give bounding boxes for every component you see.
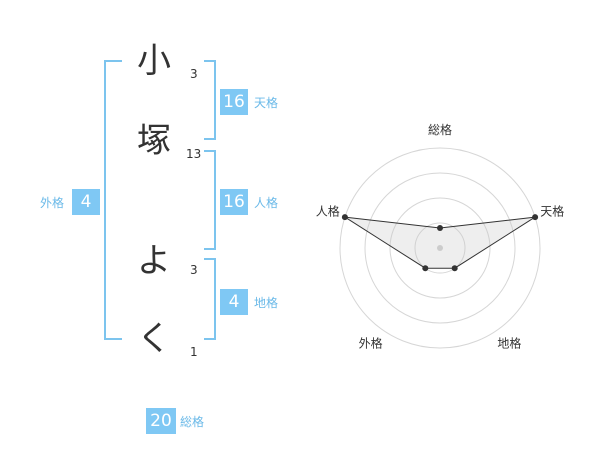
radar-point-4 (422, 265, 429, 272)
chikaku-bracket (204, 258, 216, 340)
radar-axis-label-4: 外格 (359, 335, 383, 350)
radar-ring-1 (414, 222, 466, 274)
radar-axis-label-5: 人格 (316, 204, 340, 219)
soukaku-label: 総格 (180, 415, 205, 429)
stroke-count-1: 3 (190, 67, 198, 81)
radar-point-5 (341, 214, 348, 221)
jinkaku-label: 人格 (254, 196, 279, 210)
radar-point-3 (451, 265, 458, 272)
radar-axis-label-2: 天格 (540, 204, 564, 219)
tenkaku-bracket (204, 60, 216, 140)
radar-area (344, 216, 536, 269)
jinkaku-bracket (204, 150, 216, 250)
stroke-count-4: 1 (190, 345, 198, 359)
stroke-count-3: 3 (190, 263, 198, 277)
gaikaku-bracket (104, 60, 122, 340)
radar-point-2 (532, 214, 539, 221)
radar-ring-2 (389, 197, 491, 299)
radar-axis-label-3: 地格 (497, 335, 521, 350)
soukaku-value: 20 (146, 408, 176, 434)
radar-ring-3 (364, 172, 516, 324)
jinkaku-value: 16 (220, 189, 248, 215)
gaikaku-label: 外格 (40, 196, 65, 210)
name-char-3: よ (137, 241, 171, 281)
stroke-count-2: 13 (186, 147, 202, 161)
radar-axis-label-1: 総格 (428, 122, 452, 137)
name-char-4: く (137, 319, 171, 359)
name-char-1: 小 (137, 41, 171, 81)
radar-center (437, 245, 443, 251)
tenkaku-label: 天格 (254, 96, 279, 110)
name-char-2: 塚 (137, 121, 171, 161)
chikaku-label: 地格 (254, 296, 279, 310)
tenkaku-value: 16 (220, 89, 248, 115)
radar-point-1 (437, 225, 443, 231)
radar-ring-4 (339, 147, 541, 349)
chikaku-value: 4 (220, 289, 248, 315)
gaikaku-value: 4 (72, 189, 100, 215)
